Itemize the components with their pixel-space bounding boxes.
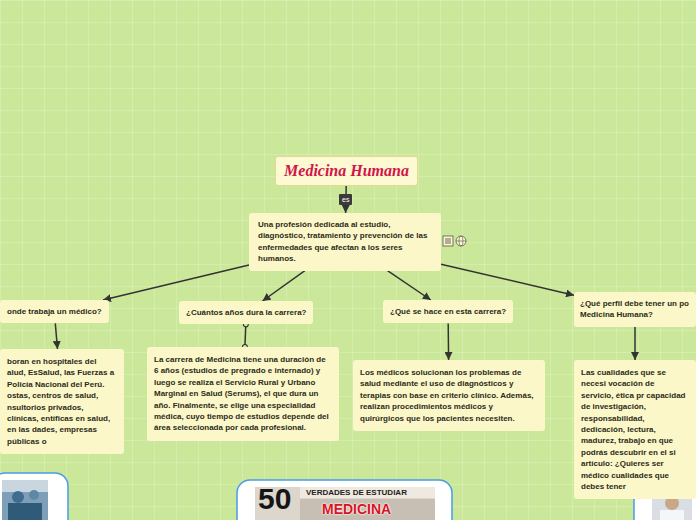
- node-text: ¿Cuántos años dura la carrera?: [186, 307, 306, 318]
- connector: [634, 327, 636, 360]
- connector: [447, 323, 449, 360]
- node-text: Una profesión dedicada al estudio, diagn…: [258, 219, 432, 265]
- connector: [388, 271, 431, 300]
- node-text: onde trabaja un médico?: [7, 306, 102, 317]
- edge-label: es: [339, 194, 352, 205]
- node-text: Los médicos solucionan los problemas de …: [360, 367, 538, 424]
- node-text: Medicina Humana: [282, 161, 411, 181]
- image-text: MEDICINA: [322, 501, 391, 517]
- connector: [441, 264, 574, 295]
- image-card-center: [237, 480, 452, 520]
- answer-box: La carrera de Medicina tiene una duració…: [147, 347, 339, 441]
- central-topic: Medicina Humana: [275, 156, 418, 186]
- node-text: boran en hospitales del alud, EsSalud, l…: [7, 356, 117, 447]
- question-box: ¿Qué se hace en esta carrera?: [383, 300, 513, 323]
- connector: [263, 271, 305, 301]
- node-text: La carrera de Medicina tiene una duració…: [154, 354, 332, 434]
- connector: [244, 324, 246, 347]
- node-text: ¿Qué se hace en esta carrera?: [390, 306, 506, 317]
- question-box: ¿Cuántos años dura la carrera?: [179, 301, 313, 324]
- question-box: onde trabaja un médico?: [0, 300, 109, 323]
- definition-box: Una profesión dedicada al estudio, diagn…: [249, 213, 441, 271]
- image-text: VERDADES DE ESTUDIAR: [306, 488, 407, 498]
- answer-box: boran en hospitales del alud, EsSalud, l…: [0, 349, 124, 454]
- image-number: 50: [258, 483, 291, 515]
- node-text: Las cualidades que se necesi vocación de…: [581, 367, 689, 492]
- connector: [55, 323, 57, 349]
- question-box: ¿Qué perfil debe tener un po Medicina Hu…: [574, 292, 696, 327]
- node-icons: [443, 236, 466, 246]
- answer-box: Los médicos solucionan los problemas de …: [353, 360, 545, 431]
- node-text: ¿Qué perfil debe tener un po Medicina Hu…: [580, 298, 690, 321]
- connector: [103, 265, 249, 300]
- image-card-left: [0, 473, 68, 520]
- answer-box: Las cualidades que se necesi vocación de…: [574, 360, 696, 499]
